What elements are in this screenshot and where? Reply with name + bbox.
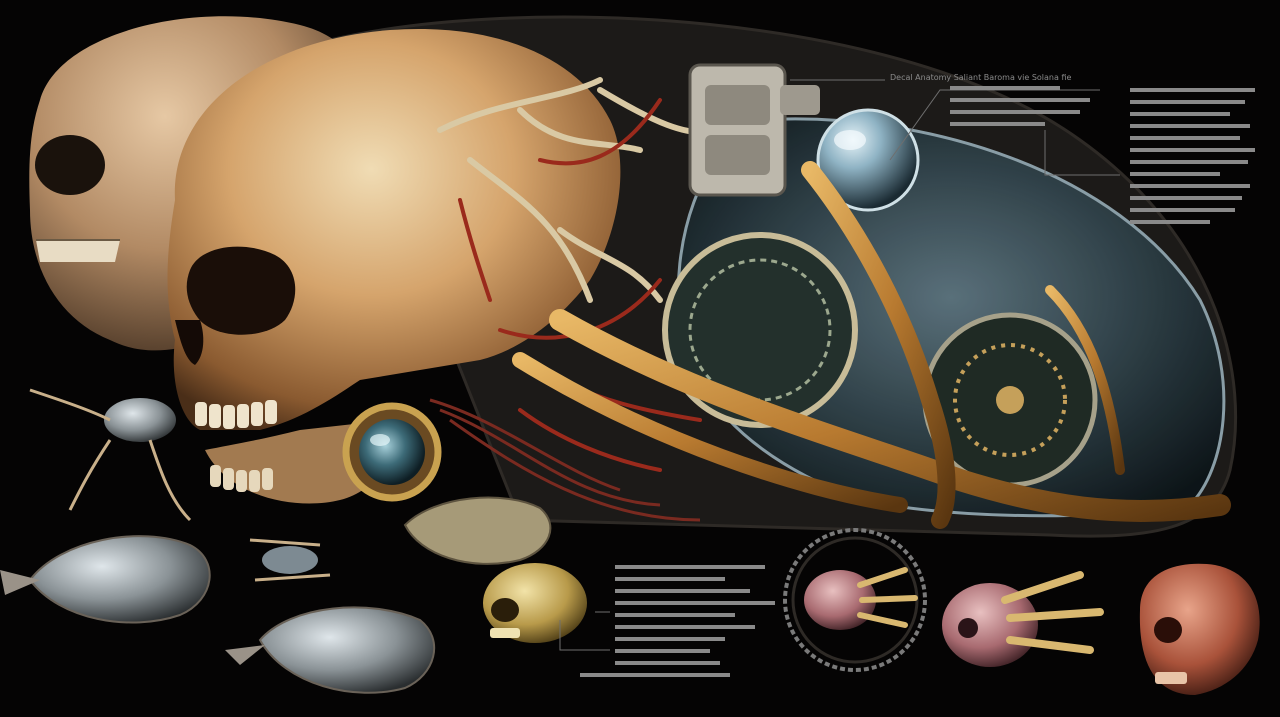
upper-teeth bbox=[195, 400, 277, 429]
annotation-block-top-right bbox=[950, 86, 1090, 126]
pod-creature-1 bbox=[0, 535, 211, 624]
insect-creature-1 bbox=[29, 388, 192, 522]
lower-teeth bbox=[210, 465, 273, 492]
mechanical-block bbox=[688, 63, 820, 197]
glass-orb bbox=[816, 108, 920, 212]
annotation-ring-text bbox=[783, 528, 927, 672]
rib-spine bbox=[512, 161, 1231, 529]
small-gold-skull bbox=[483, 563, 587, 643]
pink-skull-large bbox=[942, 571, 1104, 667]
eye-socket bbox=[186, 246, 296, 335]
cable-bundle bbox=[429, 398, 701, 522]
pod-creature-3 bbox=[403, 496, 552, 565]
nasal-cavity bbox=[175, 320, 204, 365]
copper-skull bbox=[1139, 563, 1260, 695]
clockwork-chamber bbox=[662, 232, 1098, 488]
insect-creature-2 bbox=[249, 538, 331, 582]
pod-creature-2 bbox=[225, 606, 436, 694]
annotation-block-bottom-center bbox=[580, 565, 775, 677]
annotation-block-far-right bbox=[1130, 88, 1255, 224]
annotation-heading: Decal Anatomy Saliant Baroma vie Solana … bbox=[890, 73, 1071, 82]
brass-lens bbox=[342, 402, 442, 502]
main-skull bbox=[167, 28, 621, 504]
pink-skull-small bbox=[791, 536, 919, 664]
